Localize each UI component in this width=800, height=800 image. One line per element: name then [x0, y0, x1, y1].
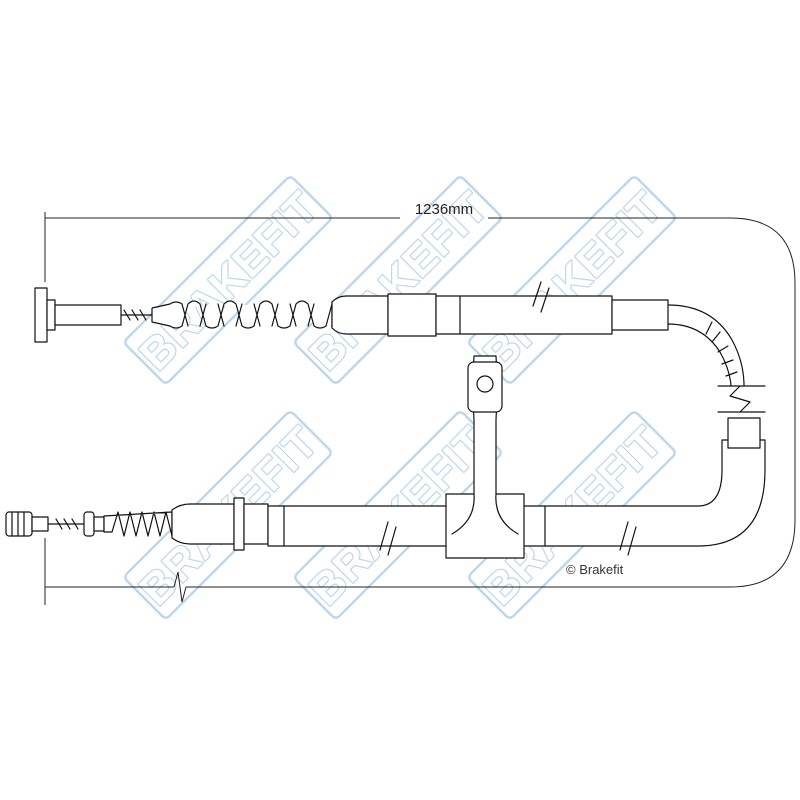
- upper-end-collar: [611, 299, 669, 331]
- lower-collar-neck: [93, 516, 105, 532]
- lower-break-mark-right: [619, 521, 637, 556]
- lower-end-collar: [727, 417, 761, 449]
- lower-cable-assembly: [5, 355, 766, 559]
- watermark-text: BRAKEFIT: [474, 182, 672, 380]
- lower-thread-lines: [11, 511, 25, 537]
- lower-break-mark-left: [379, 521, 397, 556]
- copyright-label: © Brakefit: [566, 562, 624, 577]
- watermark: BRAKEFIT: [468, 176, 676, 384]
- lower-abutment-flange: [233, 497, 245, 551]
- upper-t-end-plate: [34, 287, 48, 343]
- lower-threaded-end: [5, 511, 33, 537]
- upper-bellows: [151, 300, 333, 329]
- upper-sleeve-taper: [331, 295, 389, 335]
- dimension-label: 1236mm: [415, 201, 473, 218]
- lower-collar-bead: [83, 511, 95, 537]
- upper-wire-strands: [123, 309, 147, 321]
- lower-sleeve-taper: [171, 503, 235, 545]
- lower-abutment-body: [243, 503, 269, 545]
- upper-wire-strands-curve: [705, 321, 738, 377]
- watermark-layer: BRAKEFIT BRAKEFIT BRAKEFIT BRAKEFIT BRAK…: [124, 176, 676, 619]
- upper-bellows-folds: [181, 303, 315, 327]
- lower-wire-strands: [55, 518, 79, 530]
- lower-bellows: [103, 511, 173, 537]
- upper-break-mark: [532, 281, 550, 313]
- lower-end-nut: [31, 516, 49, 532]
- upper-abutment: [387, 293, 437, 337]
- dimension-lines: 1236mm: [44, 201, 796, 605]
- upper-t-end-neck: [46, 299, 56, 331]
- lower-outer-casing: [267, 439, 766, 547]
- mounting-bracket-fillet: [451, 493, 519, 535]
- upper-end-ferrule: [54, 304, 122, 326]
- upper-exposed-wire-inner: [667, 323, 732, 387]
- upper-cable-assembly: [34, 281, 766, 413]
- mounting-hole: [476, 375, 494, 393]
- dimension-break-mark: [173, 571, 187, 603]
- upper-exposed-wire-outer: [667, 304, 745, 387]
- watermark-text: BRAKEFIT: [130, 182, 328, 380]
- dimension-return-curve: [729, 217, 796, 588]
- watermark: BRAKEFIT: [124, 176, 332, 384]
- upper-outer-casing: [435, 295, 613, 335]
- zigzag-break-mark: [717, 385, 766, 413]
